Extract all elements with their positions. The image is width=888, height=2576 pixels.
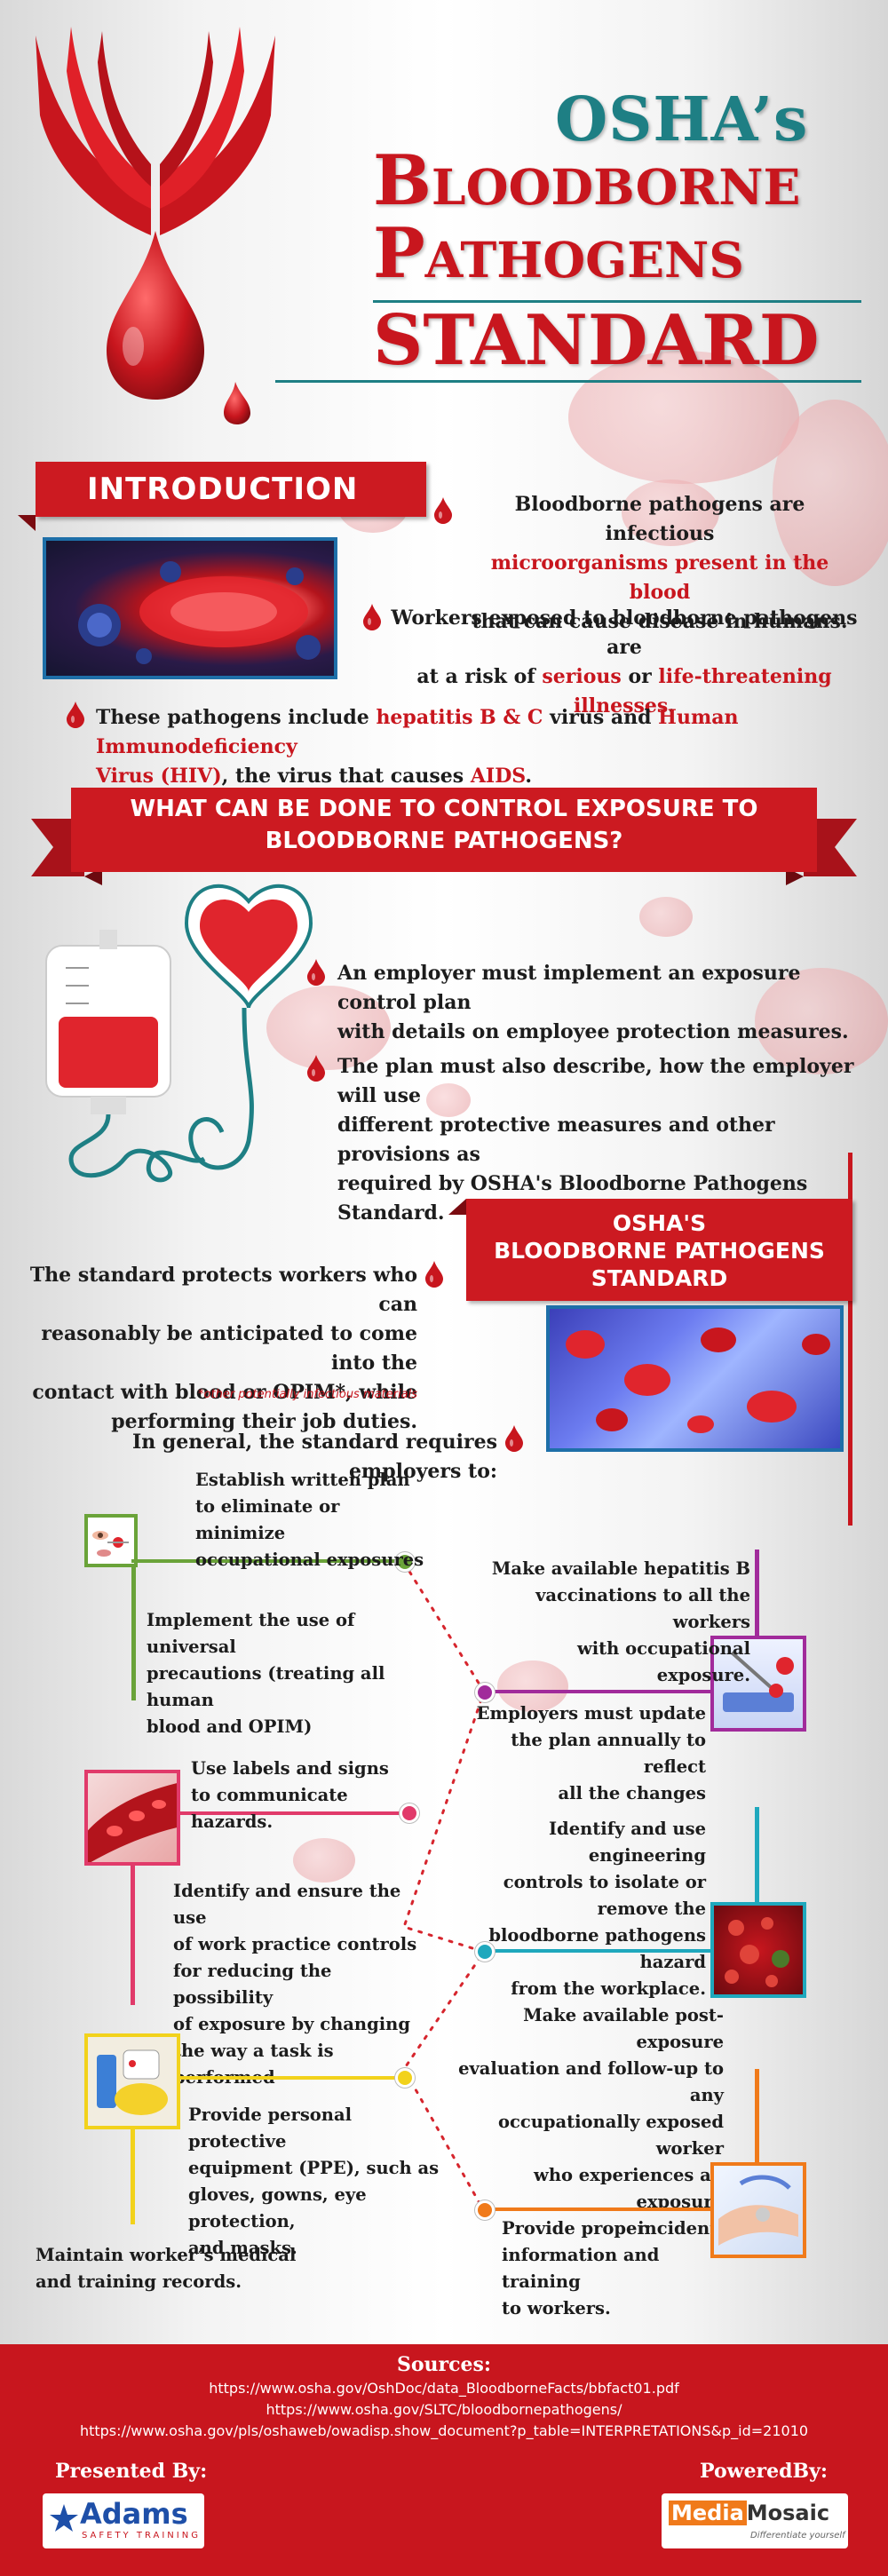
blood-cell-decoration [568, 351, 799, 484]
blood-drop-icon [67, 701, 84, 728]
step-9-stem [131, 2127, 135, 2224]
step-6-connector [487, 1949, 714, 1953]
blood-cell-decoration [773, 400, 888, 586]
step-6-stem [755, 1807, 759, 1905]
blood-drop-icon [307, 959, 325, 986]
blood-cell-decoration [293, 1838, 355, 1882]
step-11-connector [487, 2207, 714, 2211]
control-heading-ribbon [31, 788, 857, 885]
blood-cells-image [546, 1305, 844, 1452]
step-1-image [84, 1514, 138, 1567]
intro-paragraph-3: These pathogens include hepatitis B & C … [96, 706, 739, 788]
blood-drop-icon [434, 497, 452, 524]
step-1-node [395, 1552, 415, 1572]
banner-fold [18, 515, 36, 531]
step-11-node [475, 2200, 495, 2220]
blood-drop-icon [307, 1055, 325, 1082]
title-osha: OSHA’s [555, 84, 809, 155]
standard-heading: OSHA'S BLOODBORNE PATHOGENS STANDARD [494, 1210, 825, 1291]
opim-footnote: *other potentially infectious materials [198, 1388, 417, 1401]
step-9-image [84, 2033, 180, 2129]
step-3-stem [755, 1550, 759, 1638]
adams-logo[interactable]: Adams SAFETY TRAINING [43, 2493, 204, 2548]
control-paragraph-2: The plan must also describe, how the emp… [337, 1055, 854, 1225]
sources-list: https://www.osha.gov/OshDoc/data_Bloodbo… [0, 2378, 888, 2442]
step-5-node [400, 1803, 419, 1823]
timeline-path [402, 1561, 487, 2213]
title-divider [373, 300, 861, 303]
source-link[interactable]: https://www.osha.gov/OshDoc/data_Bloodbo… [209, 2380, 679, 2397]
title-underline [275, 380, 861, 383]
title-bloodborne: Bloodborne [373, 140, 801, 221]
virus-illustration [43, 537, 337, 679]
standard-requires-text: In general, the standard requires employ… [131, 1431, 497, 1483]
step-6-node [475, 1942, 495, 1962]
iv-bag-heart-illustration [45, 884, 313, 1183]
step-11-image [710, 2162, 806, 2258]
blood-cell-decoration [755, 968, 888, 1074]
title-pathogens: Pathogens [373, 213, 745, 294]
intro-heading-banner: INTRODUCTION [36, 462, 426, 517]
standard-paragraph: The standard protects workers who can re… [29, 1264, 417, 1433]
control-paragraph-1: An employer must implement an exposure c… [337, 962, 849, 1043]
banner-fold [448, 1199, 466, 1215]
step-9-connector [178, 2076, 410, 2080]
intro-paragraph-2: Workers exposed to bloodborne pathogens … [391, 606, 858, 717]
standard-heading-banner: OSHA'S BLOODBORNE PATHOGENS STANDARD [466, 1199, 852, 1301]
step-3-image [710, 1636, 806, 1732]
source-link[interactable]: https://www.osha.gov/pls/oshaweb/owadisp… [79, 2422, 809, 2439]
blood-drop-icon [363, 604, 381, 630]
step-3-node [475, 1683, 495, 1702]
step-1-stem [131, 1567, 136, 1700]
blood-cell-decoration [622, 480, 719, 546]
adams-star-icon [50, 2504, 78, 2532]
step-3-connector [487, 1690, 714, 1693]
step-9-node [395, 2068, 415, 2088]
step-5-connector [178, 1811, 410, 1815]
blood-drop-icon [505, 1425, 523, 1452]
title-standard: STANDARD [373, 300, 820, 381]
control-heading: WHAT CAN BE DONE TO CONTROL EXPOSURE TO … [130, 796, 758, 854]
footer: Sources: https://www.osha.gov/OshDoc/dat… [0, 2344, 888, 2576]
sources-label: Sources: [396, 2353, 492, 2376]
intro-paragraph-1: Bloodborne pathogens are infectious micr… [472, 493, 848, 633]
blood-cell-decoration [639, 897, 693, 937]
hands-blood-drop-logo [36, 27, 275, 424]
source-link[interactable]: https://www.osha.gov/SLTC/bloodbornepath… [266, 2401, 622, 2418]
step-6-image [710, 1902, 806, 1998]
step-11-stem [755, 2069, 759, 2167]
step-1-connector [131, 1559, 407, 1563]
blood-cell-decoration [426, 1083, 471, 1117]
blood-cell-decoration [497, 1661, 568, 1712]
step-5-image [84, 1770, 180, 1866]
blood-drop-icon [425, 1261, 443, 1288]
blood-cell-decoration [266, 986, 391, 1070]
presented-by-label: Presented By: [55, 2460, 208, 2483]
intro-heading: INTRODUCTION [87, 472, 359, 507]
standard-section-border [848, 1153, 852, 1526]
step-5-stem [131, 1863, 135, 2005]
powered-by-label: PoweredBy: [700, 2460, 829, 2483]
